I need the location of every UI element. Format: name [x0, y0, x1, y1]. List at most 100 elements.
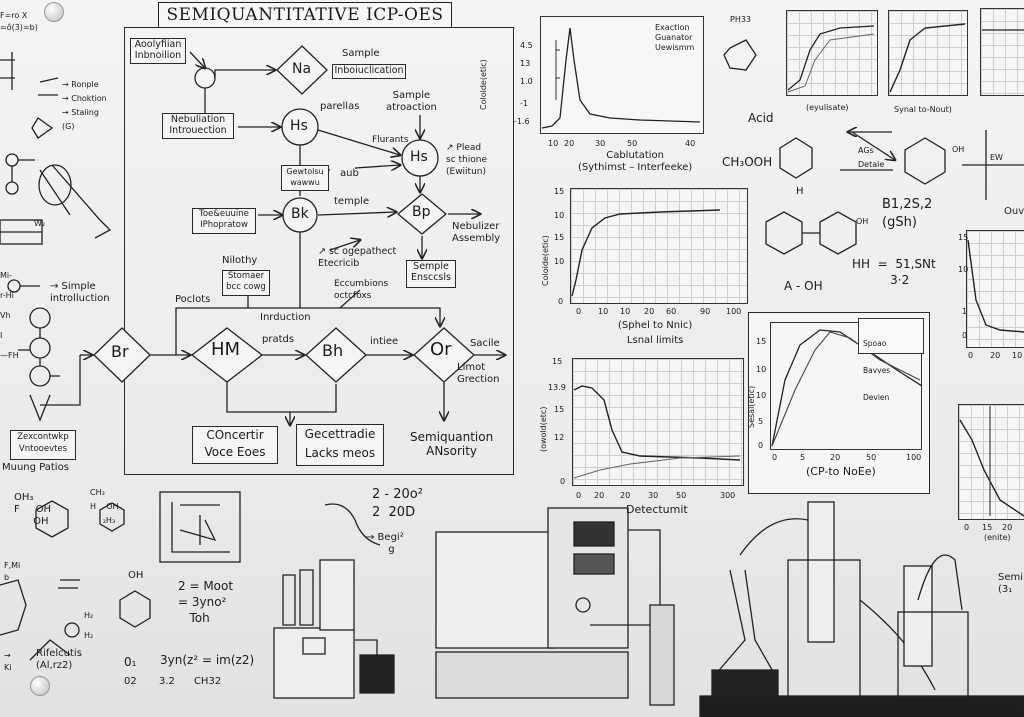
limot-label: Limot Grection — [457, 362, 500, 385]
chart-7-ytick-4: 0 — [962, 331, 968, 340]
fm-note: F,Mi b — [4, 561, 21, 582]
node-br-label: Br — [111, 342, 129, 361]
chart-7-line — [967, 239, 1024, 333]
magnet-top — [44, 2, 64, 22]
chart-8-xlabel: (enite) — [984, 533, 1011, 542]
left-w-note: W₂ — [34, 219, 46, 228]
chart-3-xtick-6: 300 — [720, 491, 736, 500]
chart-2-ytick-4: 10 — [554, 257, 565, 266]
chart-1-ytick-3: 1.0 — [520, 77, 533, 86]
node-na-diamond — [276, 45, 328, 95]
ouv-label: Ouv — [1004, 206, 1024, 217]
chart-1-ytick-1: 4.5 — [520, 41, 533, 50]
semi-label: Semi (3₁ — [998, 572, 1024, 595]
chart-2-xlabel: (Sphel to Nnic) Lsnal limits — [618, 320, 693, 346]
node-or-label: Or — [430, 339, 452, 360]
chart-7-ytick-2: 10 — [958, 265, 969, 274]
chart-4-legend: Spoao Bavves Devien — [858, 318, 924, 402]
chart-8-xtick-2: 15 — [982, 523, 993, 532]
node-hs2-label: Hs — [410, 149, 428, 165]
pratds-label: pratds — [262, 334, 295, 345]
chart-1-peak-line — [541, 27, 701, 129]
ratios-box: Zexcontwkp Vntooevtes — [10, 430, 76, 460]
chart-4-xtick-5: 100 — [906, 453, 922, 462]
sample-intro-box: Inboiuclication — [332, 64, 406, 79]
stomaer-box: Stomaer bcc cowg — [222, 270, 270, 296]
chart-1-xtick-5: 40 — [685, 139, 696, 148]
equation-2b: 3yn(z² = im(z2) — [160, 653, 255, 667]
chart-2-ytick-1: 15 — [554, 187, 565, 196]
equation-1: 2 = Moοt = 3yno² Toh — [178, 579, 234, 625]
chart-2-xtick-6: 90 — [700, 307, 711, 316]
chart-2-xtick-2: 10 — [598, 307, 609, 316]
ags-label: AGs Detale — [858, 146, 885, 169]
chart-3-xtick-1: 0 — [576, 491, 582, 500]
gewtolsu-box: Gewtolsu wawwu — [281, 165, 329, 191]
acid-label: Acid — [748, 111, 774, 125]
ki-note: → Ki — [4, 651, 12, 672]
chart-4-ytick-5: 0 — [758, 441, 764, 450]
node-bh-label: Bh — [322, 341, 344, 360]
chart-6-line — [889, 23, 966, 93]
h2-note: H₂ H₂ — [84, 611, 94, 640]
chart-1-legend-2: Guanator — [655, 33, 693, 42]
node-bh-diamond — [305, 327, 367, 383]
oh-label-2: OH — [952, 145, 965, 154]
chart-3-line-2 — [573, 455, 741, 479]
node-br-diamond — [93, 327, 151, 383]
ew-label: EW — [990, 153, 1003, 162]
h-label: H — [796, 186, 804, 197]
chart-1-xtick-3: 30 — [595, 139, 606, 148]
gepathect-label: ↗ sc ogepathect Etecricib — [318, 246, 397, 269]
chart-3-xtick-3: 20 — [620, 491, 631, 500]
chart-3-ytick-2: 13.9 — [548, 383, 566, 392]
chart-4-xtick-2: 5 — [800, 453, 806, 462]
hh-label: HH = 51,SNt 3·2 — [852, 257, 936, 287]
chart-partial-top-right — [980, 8, 1024, 96]
equation-3: 2 - 20o² 2 20D — [372, 487, 423, 520]
oh-label-1: OH — [856, 217, 869, 226]
ratios-note: Muung Patios — [2, 462, 69, 473]
toe-box: Toe&euuine IPhopratow — [192, 208, 256, 234]
chart-1-ytick-2: 13 — [520, 59, 531, 68]
node-na-label: Na — [292, 61, 312, 77]
chart-8 — [958, 404, 1024, 520]
chart-1-xtick-1: 10 — [548, 139, 559, 148]
equation-2a: 0₁ — [124, 655, 137, 669]
chart-3-xtick-2: 20 — [594, 491, 605, 500]
chart-4-legend-3: Devien — [863, 393, 890, 402]
chart-3-ytick-3: 15 — [554, 405, 565, 414]
chart-3 — [572, 358, 744, 486]
chart-4-ytick-3: 10 — [756, 391, 767, 400]
chart-3-ytick-5: 0 — [560, 477, 566, 486]
magnet-bottom — [30, 676, 50, 696]
chart-4-xlabel: (CP-to NoEe) — [806, 465, 876, 478]
chart-2-xtick-7: 100 — [726, 307, 742, 316]
chart-4-xtick-1: 0 — [772, 453, 778, 462]
chart-2-ytick-5: 0 — [558, 297, 564, 306]
chart-2-line — [571, 209, 721, 297]
chart-4-legend-1: Spoao — [863, 339, 887, 348]
oh-note: OH — [128, 570, 144, 581]
left-top-note: F=ro X =ô(3)=b) — [0, 11, 38, 32]
chart-8-xtick-3: 20 — [1002, 523, 1013, 532]
chart-2 — [570, 188, 748, 304]
sample-box: Semple Ensccsls — [406, 260, 456, 288]
chart-4-ytick-1: 15 — [756, 337, 767, 346]
chart-1-xtick-2: 20 — [564, 139, 575, 148]
ch3-note: CH₃ H OH ₂H₃ — [90, 488, 119, 525]
chart-1-ytick-5: -1.6 — [514, 117, 530, 126]
sample-label: Sample — [342, 48, 380, 59]
chart-4-ytick-2: 10 — [756, 365, 767, 374]
node-hs1-label: Hs — [290, 118, 308, 134]
flurants-label: Flurants — [372, 135, 409, 145]
